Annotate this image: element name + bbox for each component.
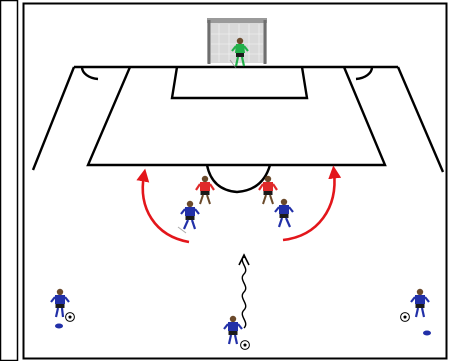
attacker-bottom-center-player [223, 315, 243, 345]
penalty-box [86, 66, 387, 167]
touchline-right [396, 66, 445, 173]
dribble-path-arrow [241, 254, 247, 329]
goalkeeper-player [229, 37, 249, 69]
corner-arc-left [80, 66, 99, 81]
ball-bottom-center [240, 340, 250, 350]
defender-left-player [195, 175, 215, 205]
corner-arc-right [355, 66, 374, 81]
touchline-left [31, 66, 76, 171]
attacker-right-center-player [274, 198, 294, 228]
overlap-run-right-arrow [282, 165, 342, 242]
frame-left-panel [0, 0, 19, 361]
attacker-wide-left-player [50, 288, 70, 329]
overlap-run-left-arrow [136, 168, 190, 244]
dribble-path-arrowhead [238, 253, 250, 266]
defender-right-player [258, 175, 278, 205]
attacker-left-center-player [177, 200, 200, 234]
goal-box [170, 66, 309, 100]
pitch-markings [31, 65, 445, 194]
ball-wide-right [400, 312, 410, 322]
ball-wide-left [65, 312, 75, 322]
attacker-wide-right-player [410, 288, 431, 336]
penalty-arc [205, 164, 272, 194]
